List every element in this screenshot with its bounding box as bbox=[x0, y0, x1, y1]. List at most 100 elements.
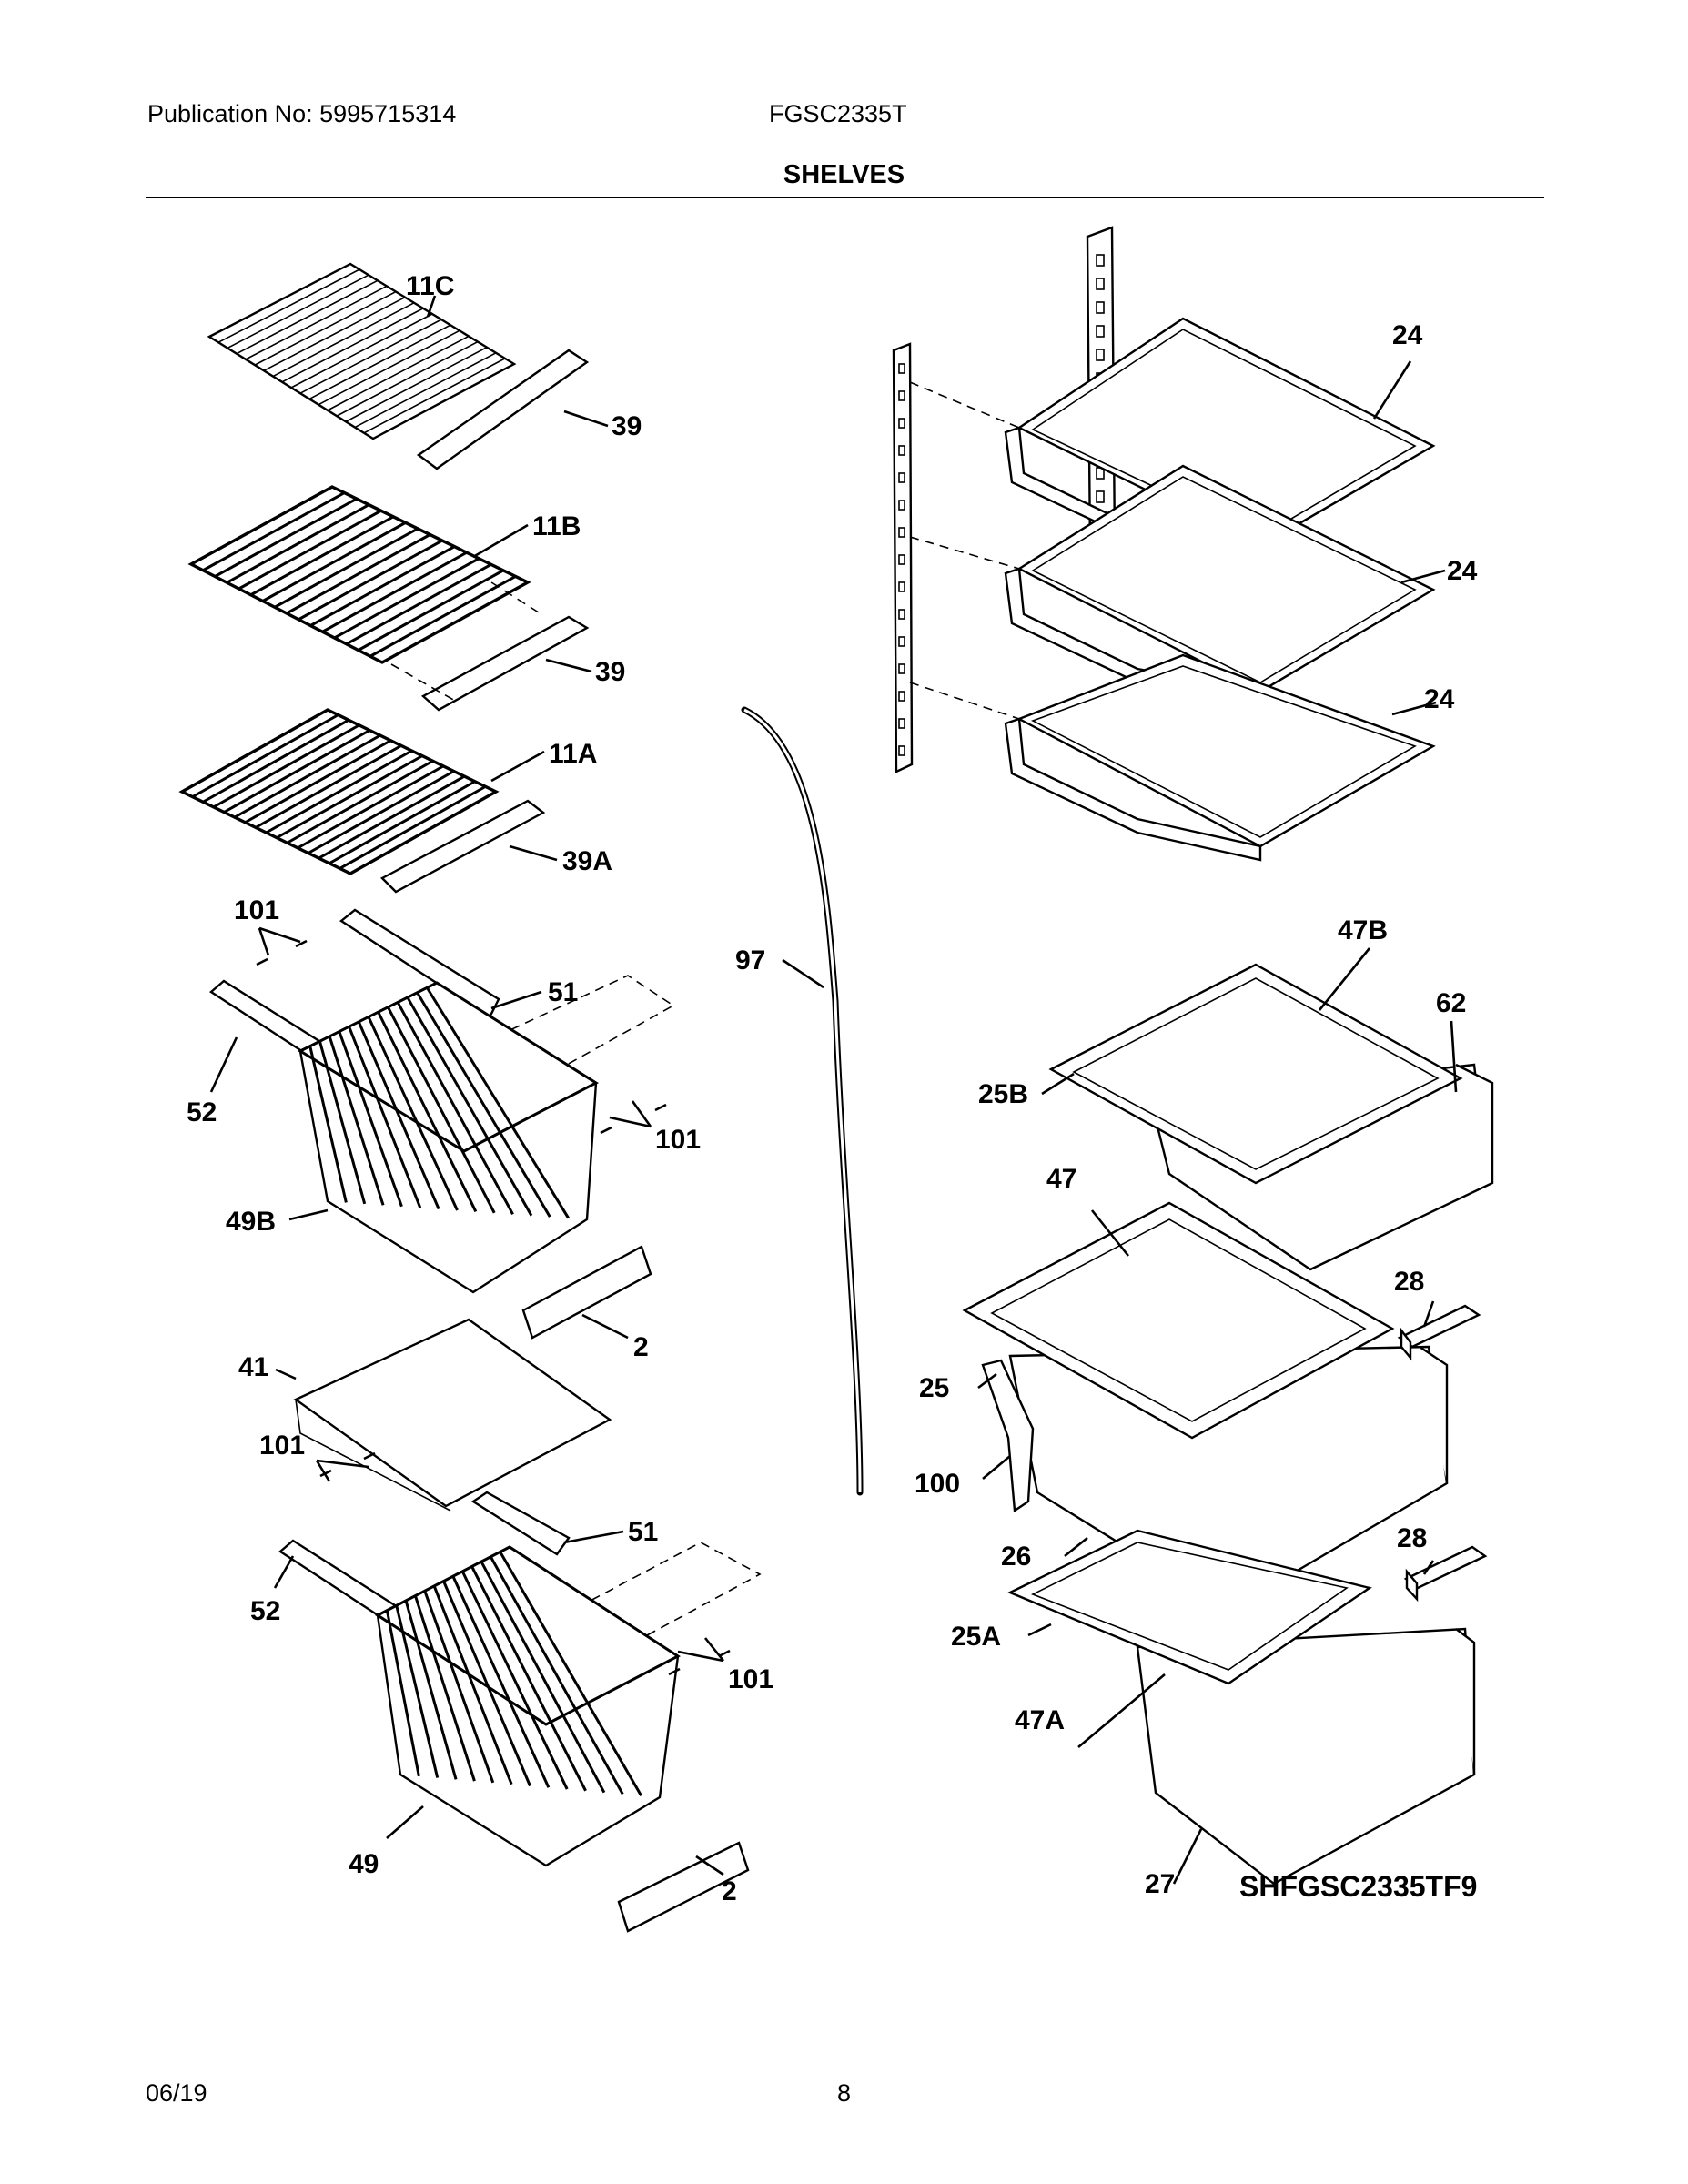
divider-panel-41 bbox=[293, 1318, 612, 1508]
callout-52-lower: 52 bbox=[250, 1596, 280, 1626]
wire-rib bbox=[223, 729, 370, 814]
rail-slot bbox=[1096, 278, 1105, 290]
wire-rib bbox=[339, 785, 487, 870]
wire-rib bbox=[212, 723, 360, 809]
callout-2-upper: 2 bbox=[633, 1332, 649, 1362]
callout-25: 25 bbox=[919, 1373, 949, 1403]
rail-slot bbox=[898, 363, 905, 374]
callout-101-lower-left: 101 bbox=[259, 1431, 305, 1461]
rail-slot bbox=[1096, 490, 1105, 503]
wire-rib bbox=[318, 774, 466, 860]
drawer-slide-bracket-28-upper bbox=[1397, 1304, 1481, 1361]
wire-rib bbox=[451, 1575, 551, 1788]
wire-rib bbox=[345, 562, 492, 646]
wire-rib bbox=[238, 509, 382, 591]
wire-rib bbox=[244, 739, 392, 824]
wire-rib bbox=[336, 340, 479, 417]
callout-39-middle: 39 bbox=[595, 657, 625, 687]
wire-rib bbox=[338, 1031, 403, 1208]
wire-rib bbox=[297, 764, 444, 850]
leader-lines bbox=[209, 295, 1458, 1885]
wire-rib bbox=[255, 744, 402, 829]
wire-rib bbox=[460, 1571, 569, 1790]
rail-slot bbox=[898, 691, 905, 702]
screws-101-upper-left bbox=[256, 939, 308, 966]
rail-slot bbox=[1096, 254, 1105, 267]
callout-39-upper: 39 bbox=[612, 411, 642, 441]
crisper-cover-47b-25b bbox=[1048, 963, 1463, 1185]
wire-rib bbox=[354, 352, 497, 429]
callout-labels: 11C 39 11B 39 11A 39A 101 51 52 101 49B … bbox=[187, 271, 1478, 1906]
shelf-trim-39a bbox=[380, 799, 546, 894]
rail-slot bbox=[1096, 325, 1105, 338]
wire-rib bbox=[327, 335, 470, 411]
wire-rib bbox=[416, 991, 551, 1218]
screws-101-lower-right bbox=[668, 1649, 731, 1676]
rail-slot bbox=[898, 500, 905, 511]
basket-trim-2-lower bbox=[617, 1841, 750, 1933]
wire-rib bbox=[385, 1610, 420, 1777]
wire-rib bbox=[308, 770, 455, 854]
callout-47a: 47A bbox=[1015, 1705, 1065, 1735]
wire-rib bbox=[272, 302, 415, 378]
callout-24-middle: 24 bbox=[1447, 556, 1478, 586]
wire-rib bbox=[357, 1021, 440, 1210]
callout-100: 100 bbox=[915, 1469, 960, 1499]
tube-97 bbox=[741, 706, 864, 1496]
wire-rib bbox=[226, 503, 370, 584]
callout-28-upper: 28 bbox=[1394, 1267, 1424, 1297]
wire-rib bbox=[308, 324, 451, 400]
wire-rib bbox=[276, 754, 423, 839]
callout-62: 62 bbox=[1436, 988, 1466, 1018]
shelf-trim-39-upper bbox=[416, 349, 590, 470]
callout-25a: 25A bbox=[951, 1622, 1001, 1652]
callout-26: 26 bbox=[1001, 1542, 1031, 1572]
callout-11a: 11A bbox=[549, 739, 597, 769]
wire-rib bbox=[369, 575, 517, 658]
callout-24-bottom: 24 bbox=[1424, 684, 1455, 714]
wire-shelf-11b bbox=[187, 485, 531, 664]
wire-shelf-11c bbox=[207, 262, 517, 440]
publication-number: Publication No: 5995715314 bbox=[147, 100, 457, 127]
glass-shelf-24-bottom bbox=[1004, 653, 1436, 862]
wire-rib bbox=[387, 1006, 496, 1214]
callout-24-top: 24 bbox=[1392, 320, 1423, 350]
wire-rib bbox=[249, 515, 394, 597]
wire-rib bbox=[395, 1604, 440, 1778]
footer-date: 06/19 bbox=[146, 2079, 207, 2107]
wire-rib bbox=[333, 557, 480, 640]
crisper-drawer-26 bbox=[1008, 1345, 1449, 1613]
wire-rib bbox=[499, 1551, 642, 1796]
wire-rib bbox=[367, 1016, 459, 1211]
crisper-cover-47a-25a bbox=[1007, 1529, 1372, 1685]
callout-101-upper-left: 101 bbox=[234, 895, 279, 925]
rail-slot bbox=[898, 445, 905, 456]
wire-rib bbox=[217, 268, 360, 343]
footer-page-number: 8 bbox=[837, 2079, 852, 2107]
callout-11c: 11C bbox=[406, 271, 454, 301]
divider-100 bbox=[981, 1359, 1035, 1513]
rail-slot bbox=[898, 390, 905, 401]
callout-2-lower: 2 bbox=[722, 1876, 737, 1906]
wire-rib bbox=[262, 521, 407, 602]
wire-rib bbox=[426, 986, 570, 1219]
shelf-trim-39-middle bbox=[420, 615, 590, 712]
wire-rib bbox=[286, 533, 431, 615]
wire-rib bbox=[318, 329, 460, 406]
wire-rib bbox=[404, 1600, 458, 1780]
wire-rib bbox=[489, 1555, 624, 1795]
wire-rib bbox=[413, 1595, 476, 1782]
callout-97: 97 bbox=[735, 945, 765, 976]
crisper-cover-47-25 bbox=[962, 1201, 1395, 1440]
wire-rib bbox=[227, 274, 369, 349]
callout-49: 49 bbox=[349, 1849, 379, 1879]
basket-trim-2-upper bbox=[521, 1245, 652, 1340]
rail-slot bbox=[898, 581, 905, 592]
wire-rib bbox=[442, 1580, 531, 1787]
header-rule bbox=[146, 197, 1544, 198]
wire-rib bbox=[321, 551, 468, 633]
callout-101-upper-right: 101 bbox=[655, 1125, 701, 1155]
wire-rib bbox=[281, 308, 424, 383]
screws-101-upper-right bbox=[600, 1103, 667, 1135]
